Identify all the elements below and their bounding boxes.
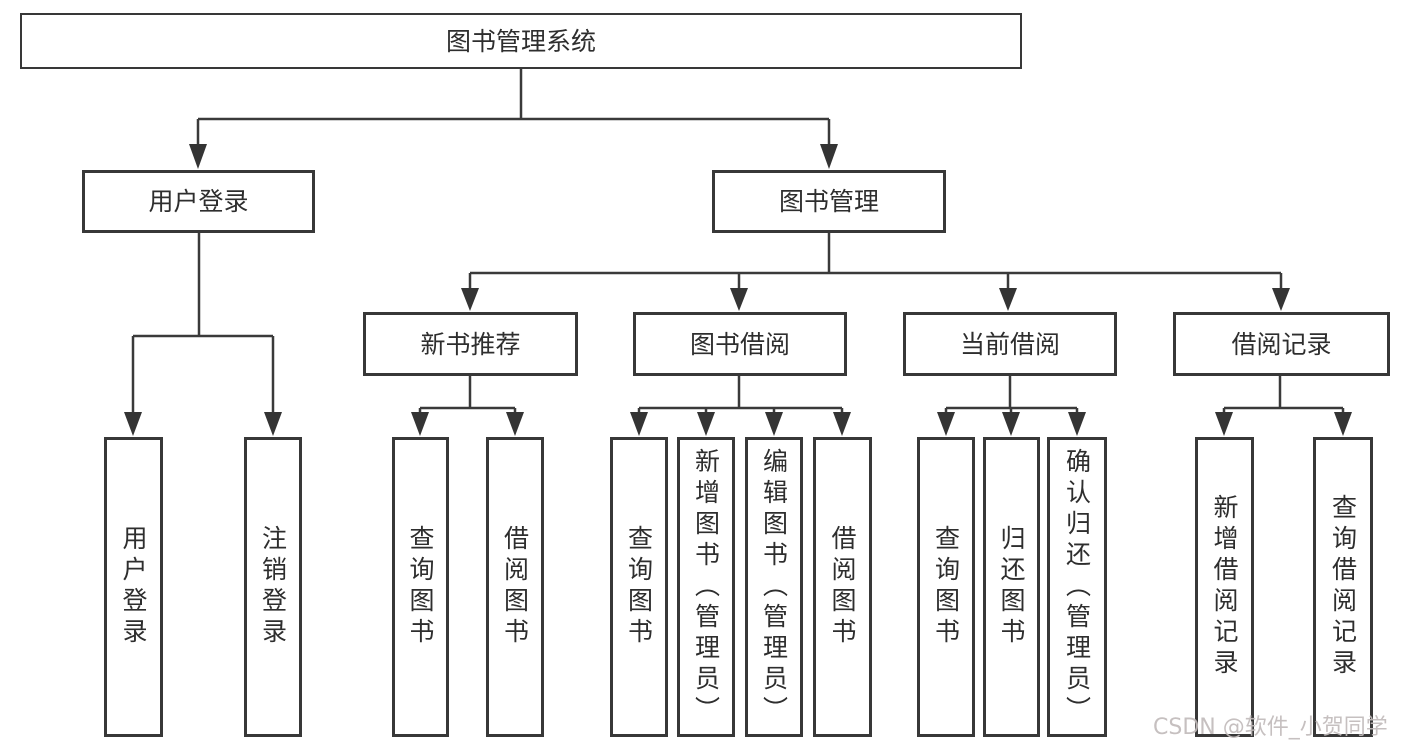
leaf-current-query-books: 查询图书: [917, 437, 975, 737]
node-borrow-records-label: 借阅记录: [1231, 329, 1332, 359]
leaf-logout: 注销登录: [244, 437, 302, 737]
leaf-borrow-edit-books-admin-label: 编辑图书（管理员）: [759, 447, 789, 727]
leaf-current-return-books-label: 归还图书: [997, 525, 1026, 649]
node-current-borrow-label: 当前借阅: [959, 329, 1060, 359]
connector-book-mgmt-to-level3: [461, 232, 1290, 311]
node-new-book-recommend-label: 新书推荐: [420, 329, 521, 359]
leaf-logout-label: 注销登录: [258, 525, 288, 649]
leaf-new-books-query-label: 查询图书: [406, 525, 435, 649]
node-book-management-label: 图书管理: [778, 187, 879, 216]
leaf-new-books-borrow-label: 借阅图书: [500, 525, 530, 649]
connector-user-login-to-leaves: [124, 232, 282, 436]
leaf-new-books-borrow: 借阅图书: [486, 437, 544, 737]
node-user-login-label: 用户登录: [148, 187, 249, 216]
leaf-current-return-books: 归还图书: [983, 437, 1040, 737]
leaf-records-add: 新增借阅记录: [1195, 437, 1254, 737]
node-book-borrow-label: 图书借阅: [689, 329, 790, 359]
leaf-borrow-query-books: 查询图书: [610, 437, 668, 737]
leaf-borrow-query-books-label: 查询图书: [624, 525, 654, 649]
leaf-borrow-add-books-admin-label: 新增图书（管理员）: [691, 447, 721, 727]
csdn-watermark: CSDN @软件_小贺同学: [1153, 715, 1388, 740]
leaf-borrow-borrow-books: 借阅图书: [813, 437, 872, 737]
leaf-current-query-books-label: 查询图书: [931, 525, 961, 649]
leaf-current-confirm-return-admin-label: 确认归还（管理员）: [1062, 447, 1092, 727]
connector-new-books-to-leaves: [411, 376, 524, 436]
leaf-user-login: 用户登录: [104, 437, 163, 737]
node-library-system: 图书管理系统: [20, 13, 1022, 69]
node-borrow-records: 借阅记录: [1173, 312, 1390, 376]
node-book-borrow: 图书借阅: [633, 312, 847, 376]
leaf-user-login-label: 用户登录: [119, 525, 148, 649]
connector-root-to-level2: [189, 68, 838, 169]
leaf-records-add-label: 新增借阅记录: [1210, 494, 1239, 680]
leaf-current-confirm-return-admin: 确认归还（管理员）: [1047, 437, 1107, 737]
connector-book-borrow-to-leaves: [630, 376, 851, 436]
leaf-borrow-borrow-books-label: 借阅图书: [828, 525, 857, 649]
node-library-system-label: 图书管理系统: [445, 26, 596, 56]
node-user-login: 用户登录: [82, 170, 315, 233]
node-book-management: 图书管理: [712, 170, 946, 233]
node-current-borrow: 当前借阅: [903, 312, 1117, 376]
connector-current-borrow-to-leaves: [937, 376, 1086, 436]
leaf-borrow-edit-books-admin: 编辑图书（管理员）: [745, 437, 803, 737]
leaf-new-books-query: 查询图书: [392, 437, 449, 737]
leaf-records-query-label: 查询借阅记录: [1328, 494, 1358, 680]
node-new-book-recommend: 新书推荐: [363, 312, 578, 376]
leaf-records-query: 查询借阅记录: [1313, 437, 1373, 737]
connector-borrow-records-to-leaves: [1215, 375, 1352, 436]
leaf-borrow-add-books-admin: 新增图书（管理员）: [677, 437, 735, 737]
